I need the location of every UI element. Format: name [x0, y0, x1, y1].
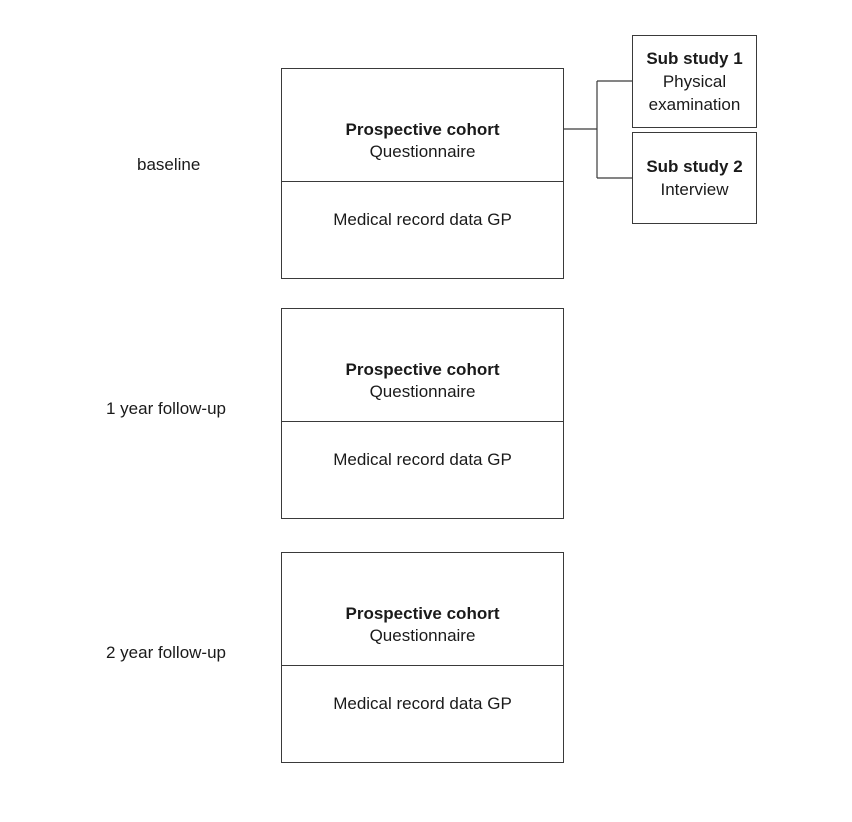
sub-study-1-box: Sub study 1 Physical examination [632, 35, 757, 128]
timepoint-label-1-year: 1 year follow-up [106, 399, 227, 418]
cohort-section: Prospective cohort Questionnaire [282, 553, 563, 666]
record-label: Medical record data GP [333, 210, 512, 229]
cohort-box-baseline: Prospective cohort Questionnaire Medical… [281, 68, 564, 279]
record-label: Medical record data GP [333, 450, 512, 469]
record-section: Medical record data GP [282, 422, 563, 519]
sub-study-2-line-1: Interview [660, 180, 729, 199]
cohort-box-2-year: Prospective cohort Questionnaire Medical… [281, 552, 564, 763]
record-section: Medical record data GP [282, 182, 563, 279]
cohort-subtitle: Questionnaire [369, 382, 476, 401]
cohort-subtitle: Questionnaire [369, 142, 476, 161]
record-section: Medical record data GP [282, 666, 563, 763]
cohort-section: Prospective cohort Questionnaire [282, 69, 563, 182]
sub-study-2-box: Sub study 2 Interview [632, 132, 757, 224]
cohort-title: Prospective cohort [345, 120, 500, 139]
cohort-box-1-year: Prospective cohort Questionnaire Medical… [281, 308, 564, 519]
timepoint-label-2-year: 2 year follow-up [106, 643, 227, 662]
sub-study-2-title: Sub study 2 [646, 157, 743, 176]
cohort-subtitle: Questionnaire [369, 626, 476, 645]
cohort-title: Prospective cohort [345, 604, 500, 623]
sub-study-1-title: Sub study 1 [646, 49, 743, 68]
cohort-section: Prospective cohort Questionnaire [282, 309, 563, 422]
record-label: Medical record data GP [333, 694, 512, 713]
cohort-title: Prospective cohort [345, 360, 500, 379]
timepoint-label-baseline: baseline [137, 155, 201, 174]
sub-study-1-line-1: Physical [662, 72, 727, 91]
sub-study-1-line-2: examination [648, 95, 741, 114]
